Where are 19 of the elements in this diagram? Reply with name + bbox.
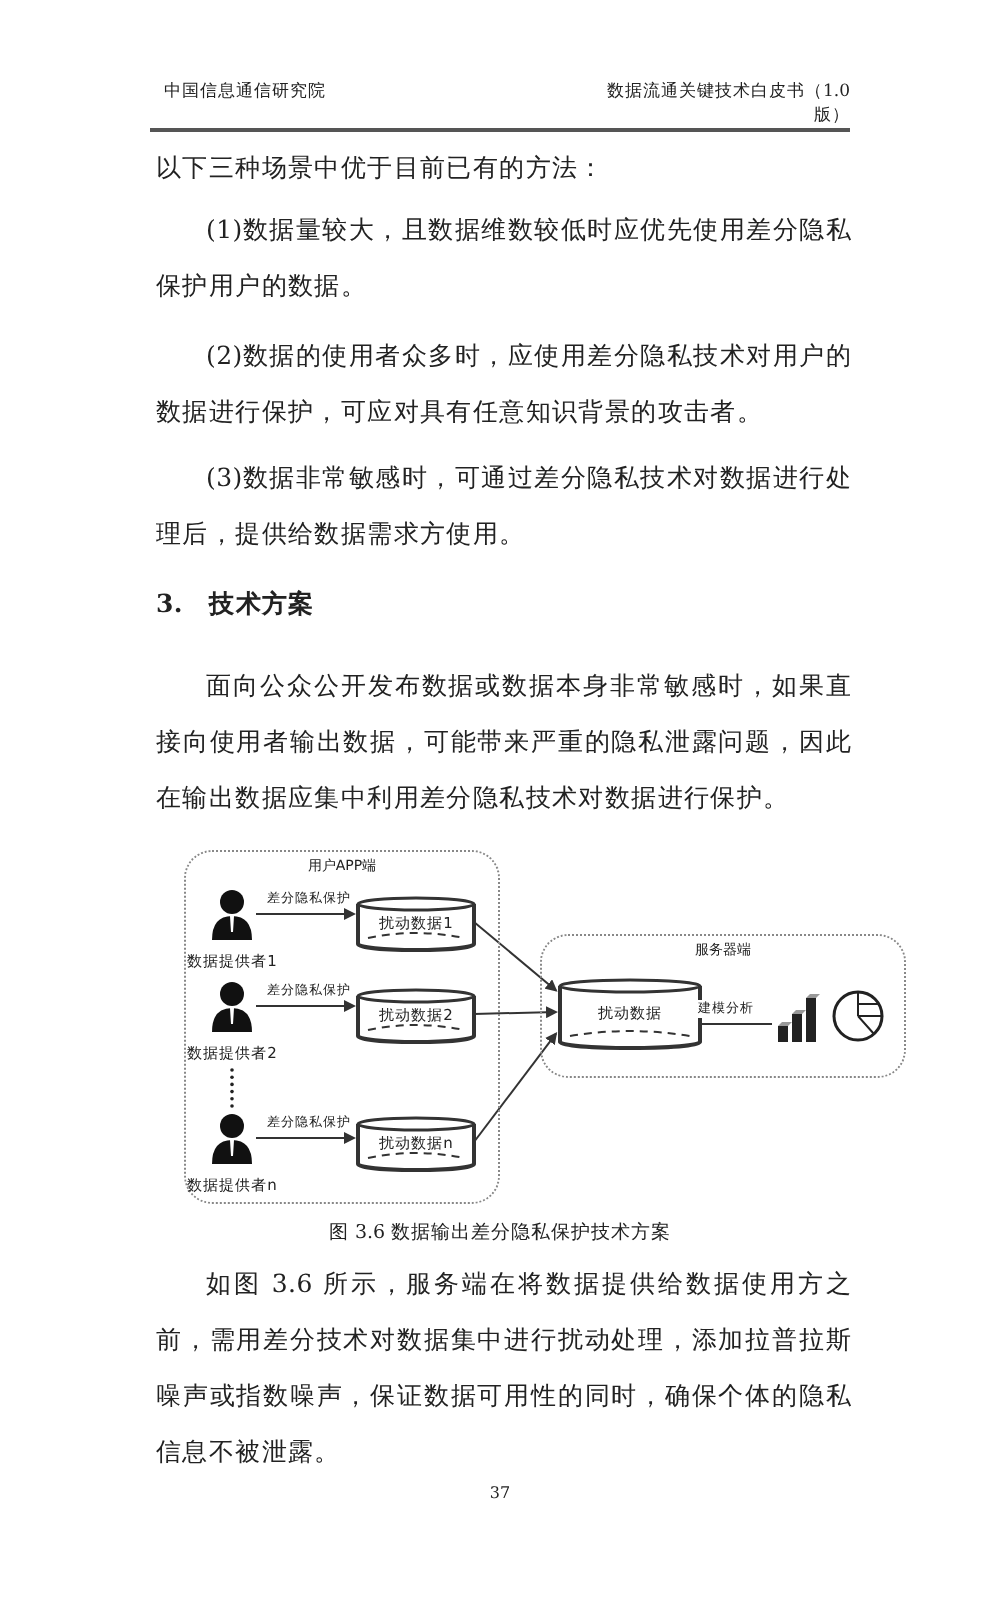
section-heading: 3. 技术方案 bbox=[156, 586, 317, 622]
connector-line bbox=[699, 1023, 773, 1025]
body-paragraph: (2)数据的使用者众多时，应使用差分隐私技术对用户的数据进行保护，可应对具有任意知识背景的攻击者。 bbox=[156, 338, 852, 430]
header-text: 数据流通关键技术白皮书（1.0版） bbox=[604, 80, 850, 128]
body-paragraph: (1)数据量较大，且数据维数较低时应优先使用差分隐私保护用户的数据。 bbox=[156, 212, 852, 304]
body-paragraph: 以下三种场景中优于目前已有的方法： bbox=[156, 150, 607, 186]
body-paragraph: 面向公众公开发布数据或数据本身非常敏感时，如果直接向使用者输出数据，可能带来严重的隐私泄露问题，因此在输出数据应集中利用差分隐私技术对数据进行保护。 bbox=[156, 668, 852, 816]
arrow bbox=[473, 921, 558, 992]
page-number: 37 bbox=[487, 1482, 513, 1506]
arrow bbox=[255, 1132, 356, 1144]
header-text: 中国信息通信研究院 bbox=[164, 80, 328, 104]
arrow bbox=[473, 1032, 558, 1143]
body-paragraph: 如图 3.6 所示，服务端在将数据提供给数据使用方之前，需用差分技术对数据集中进行扰动处理，添加拉普拉斯噪声或指数噪声，保证数据可用性的同时，确保个体的隐私信息不被泄露。 bbox=[156, 1266, 852, 1470]
arrow bbox=[255, 908, 356, 920]
arrow bbox=[473, 1006, 558, 1019]
figure-caption: 图 3.6 数据输出差分隐私保护技术方案 bbox=[326, 1220, 674, 1246]
body-paragraph: (3)数据非常敏感时，可通过差分隐私技术对数据进行处理后，提供给数据需求方使用。 bbox=[156, 460, 852, 552]
group-box bbox=[540, 934, 906, 1078]
arrow bbox=[255, 1000, 356, 1012]
